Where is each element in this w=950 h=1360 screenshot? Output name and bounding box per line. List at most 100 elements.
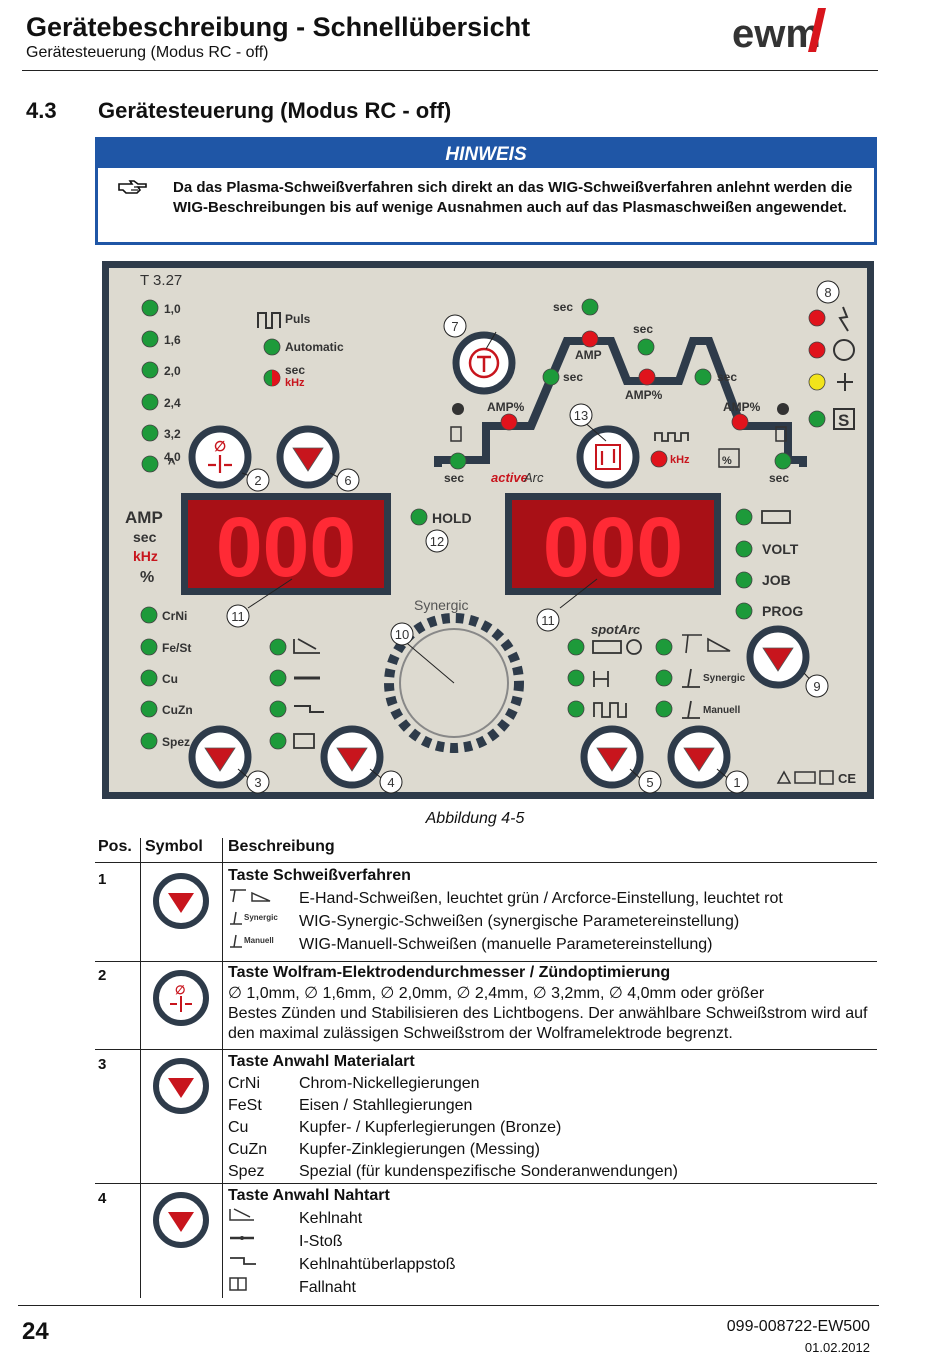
parameter-select-button[interactable] <box>280 429 336 485</box>
diameter-label: 4,0 <box>164 450 181 464</box>
pulse-icon <box>654 432 689 442</box>
fillet-weld-icon <box>228 1207 299 1230</box>
pulse-icon <box>257 312 281 329</box>
callout-7: 7 <box>451 319 458 334</box>
hold-label: HOLD <box>432 510 472 526</box>
spotarc-leds: spotArc <box>567 622 642 718</box>
material-label: Fe/St <box>162 641 191 655</box>
svg-text:CE: CE <box>838 771 856 786</box>
row-line: E-Hand-Schweißen, leuchtet grün / Arcfor… <box>299 890 783 907</box>
gas-bottle-icon <box>450 426 462 442</box>
page-number: 24 <box>22 1318 49 1345</box>
material-label: Spez <box>162 735 190 749</box>
electrode-diameter-button[interactable]: ∅ <box>188 425 252 489</box>
panel-model-label: T 3.27 <box>140 272 182 289</box>
sec-label: sec <box>563 370 583 384</box>
col-header-description: Beschreibung <box>228 838 335 855</box>
clock-icon <box>777 403 789 415</box>
synergic-brand: Synergic <box>414 597 468 613</box>
lap-joint-icon <box>228 1253 299 1276</box>
sec-label: sec <box>633 322 653 336</box>
clock-icon <box>626 639 642 655</box>
volt-label: VOLT <box>762 541 799 557</box>
table-row: 4 Taste Anwahl Nahtart Kehlnaht I-Stoß K… <box>95 1183 877 1298</box>
automatic-label: Automatic <box>285 340 344 354</box>
material-key: CrNi <box>228 1075 260 1092</box>
sec-label: sec <box>285 363 305 377</box>
welding-process-button-symbol <box>151 871 211 936</box>
row-pos: 1 <box>98 871 107 888</box>
callout-12: 12 <box>430 534 444 549</box>
mma-arcforce-icon <box>228 887 299 910</box>
synergic-label: Synergic <box>703 673 746 684</box>
material-key: FeSt <box>228 1097 262 1114</box>
balance-icon <box>718 448 740 468</box>
unit-sec: sec <box>133 529 157 545</box>
mma-arcforce-icon <box>682 634 731 654</box>
material-key: Spez <box>228 1163 265 1180</box>
function-sequence-button[interactable] <box>576 425 640 489</box>
khz-label: kHz <box>670 454 690 466</box>
operating-mode-button[interactable] <box>452 331 516 395</box>
note-heading: HINWEIS <box>98 140 874 168</box>
activarc-label: Arc <box>523 470 544 485</box>
diameter-label: 2,0 <box>164 364 181 378</box>
material-label: CuZn <box>162 703 193 717</box>
row-title: Taste Wolfram-Elektrodendurchmesser / Zü… <box>228 964 671 981</box>
vertical-down-icon <box>293 733 315 749</box>
callout-11: 11 <box>231 609 245 624</box>
hand-torch-icon <box>837 373 853 391</box>
amp-pct-label: AMP% <box>625 388 663 402</box>
fillet-weld-icon <box>293 638 320 654</box>
khz-label: kHz <box>285 377 305 389</box>
welding-process-button[interactable] <box>671 729 727 785</box>
ewm-logo: ewm <box>732 6 862 61</box>
row-title: Taste Anwahl Materialart <box>228 1053 415 1070</box>
callout-8: 8 <box>824 285 831 300</box>
row-line: Spezial (für kundenspezifische Sonderanw… <box>299 1163 678 1180</box>
unit-khz: kHz <box>133 548 158 564</box>
note-text: Da das Plasma-Schweißverfahren sich dire… <box>173 179 853 216</box>
manuell-label: Manuell <box>703 705 740 716</box>
callout-4: 4 <box>387 775 394 790</box>
material-key: Cu <box>228 1119 249 1136</box>
diameter-more-label: > <box>164 457 179 465</box>
pct-label: % <box>722 455 732 467</box>
tig-manual-icon: Manuell <box>228 933 299 956</box>
sec-label: sec <box>769 471 789 485</box>
display-toggle-button[interactable] <box>750 629 806 685</box>
tig-manual-icon <box>682 700 700 719</box>
row-paragraph: ∅ 1,0mm, ∅ 1,6mm, ∅ 2,0mm, ∅ 2,4mm, ∅ 3,… <box>228 985 765 1002</box>
spotarc-button[interactable] <box>584 729 640 785</box>
row-title: Taste Anwahl Nahtart <box>228 1187 390 1204</box>
wire-thickness-icon <box>761 510 791 524</box>
spotarc-icon <box>592 640 622 654</box>
row-line: Kehlnaht <box>299 1210 363 1227</box>
display-left-units: AMP sec kHz % <box>125 508 163 586</box>
manuell-icon-label: Manuell <box>244 936 274 945</box>
callout-9: 9 <box>813 679 820 694</box>
unit-amp: AMP <box>125 508 163 527</box>
callout-10: 10 <box>395 627 409 642</box>
amp-label: AMP <box>575 348 602 362</box>
row-line: Kehlnahtüberlappstoß <box>299 1256 456 1273</box>
lap-joint-icon <box>294 705 324 713</box>
vertical-down-icon <box>228 1276 299 1299</box>
right-display <box>512 500 714 588</box>
table-row: 1 Taste Schweißverfahren E-Hand-Schweiße… <box>95 862 877 961</box>
row-line: WIG-Manuell-Schweißen (manuelle Paramete… <box>299 936 713 953</box>
seam-type-button[interactable] <box>324 729 380 785</box>
diameter-leds: 1,0 1,6 2,0 2,4 3,2 4,0 > <box>141 299 181 473</box>
diameter-label: 1,6 <box>164 333 181 347</box>
material-select-button[interactable] <box>192 729 248 785</box>
figure-caption: Abbildung 4-5 <box>425 810 525 827</box>
svg-text:S: S <box>838 411 849 430</box>
prog-label: PROG <box>762 603 803 619</box>
main-rotary-knob[interactable] <box>399 628 509 738</box>
knob-scale <box>384 613 524 753</box>
svg-text:∅: ∅ <box>175 983 185 997</box>
display-right-units: VOLT JOB PROG <box>735 508 803 620</box>
footer-divider <box>18 1305 879 1306</box>
synergic-icon-label: Synergic <box>244 913 278 922</box>
sec-label: sec <box>717 370 737 384</box>
